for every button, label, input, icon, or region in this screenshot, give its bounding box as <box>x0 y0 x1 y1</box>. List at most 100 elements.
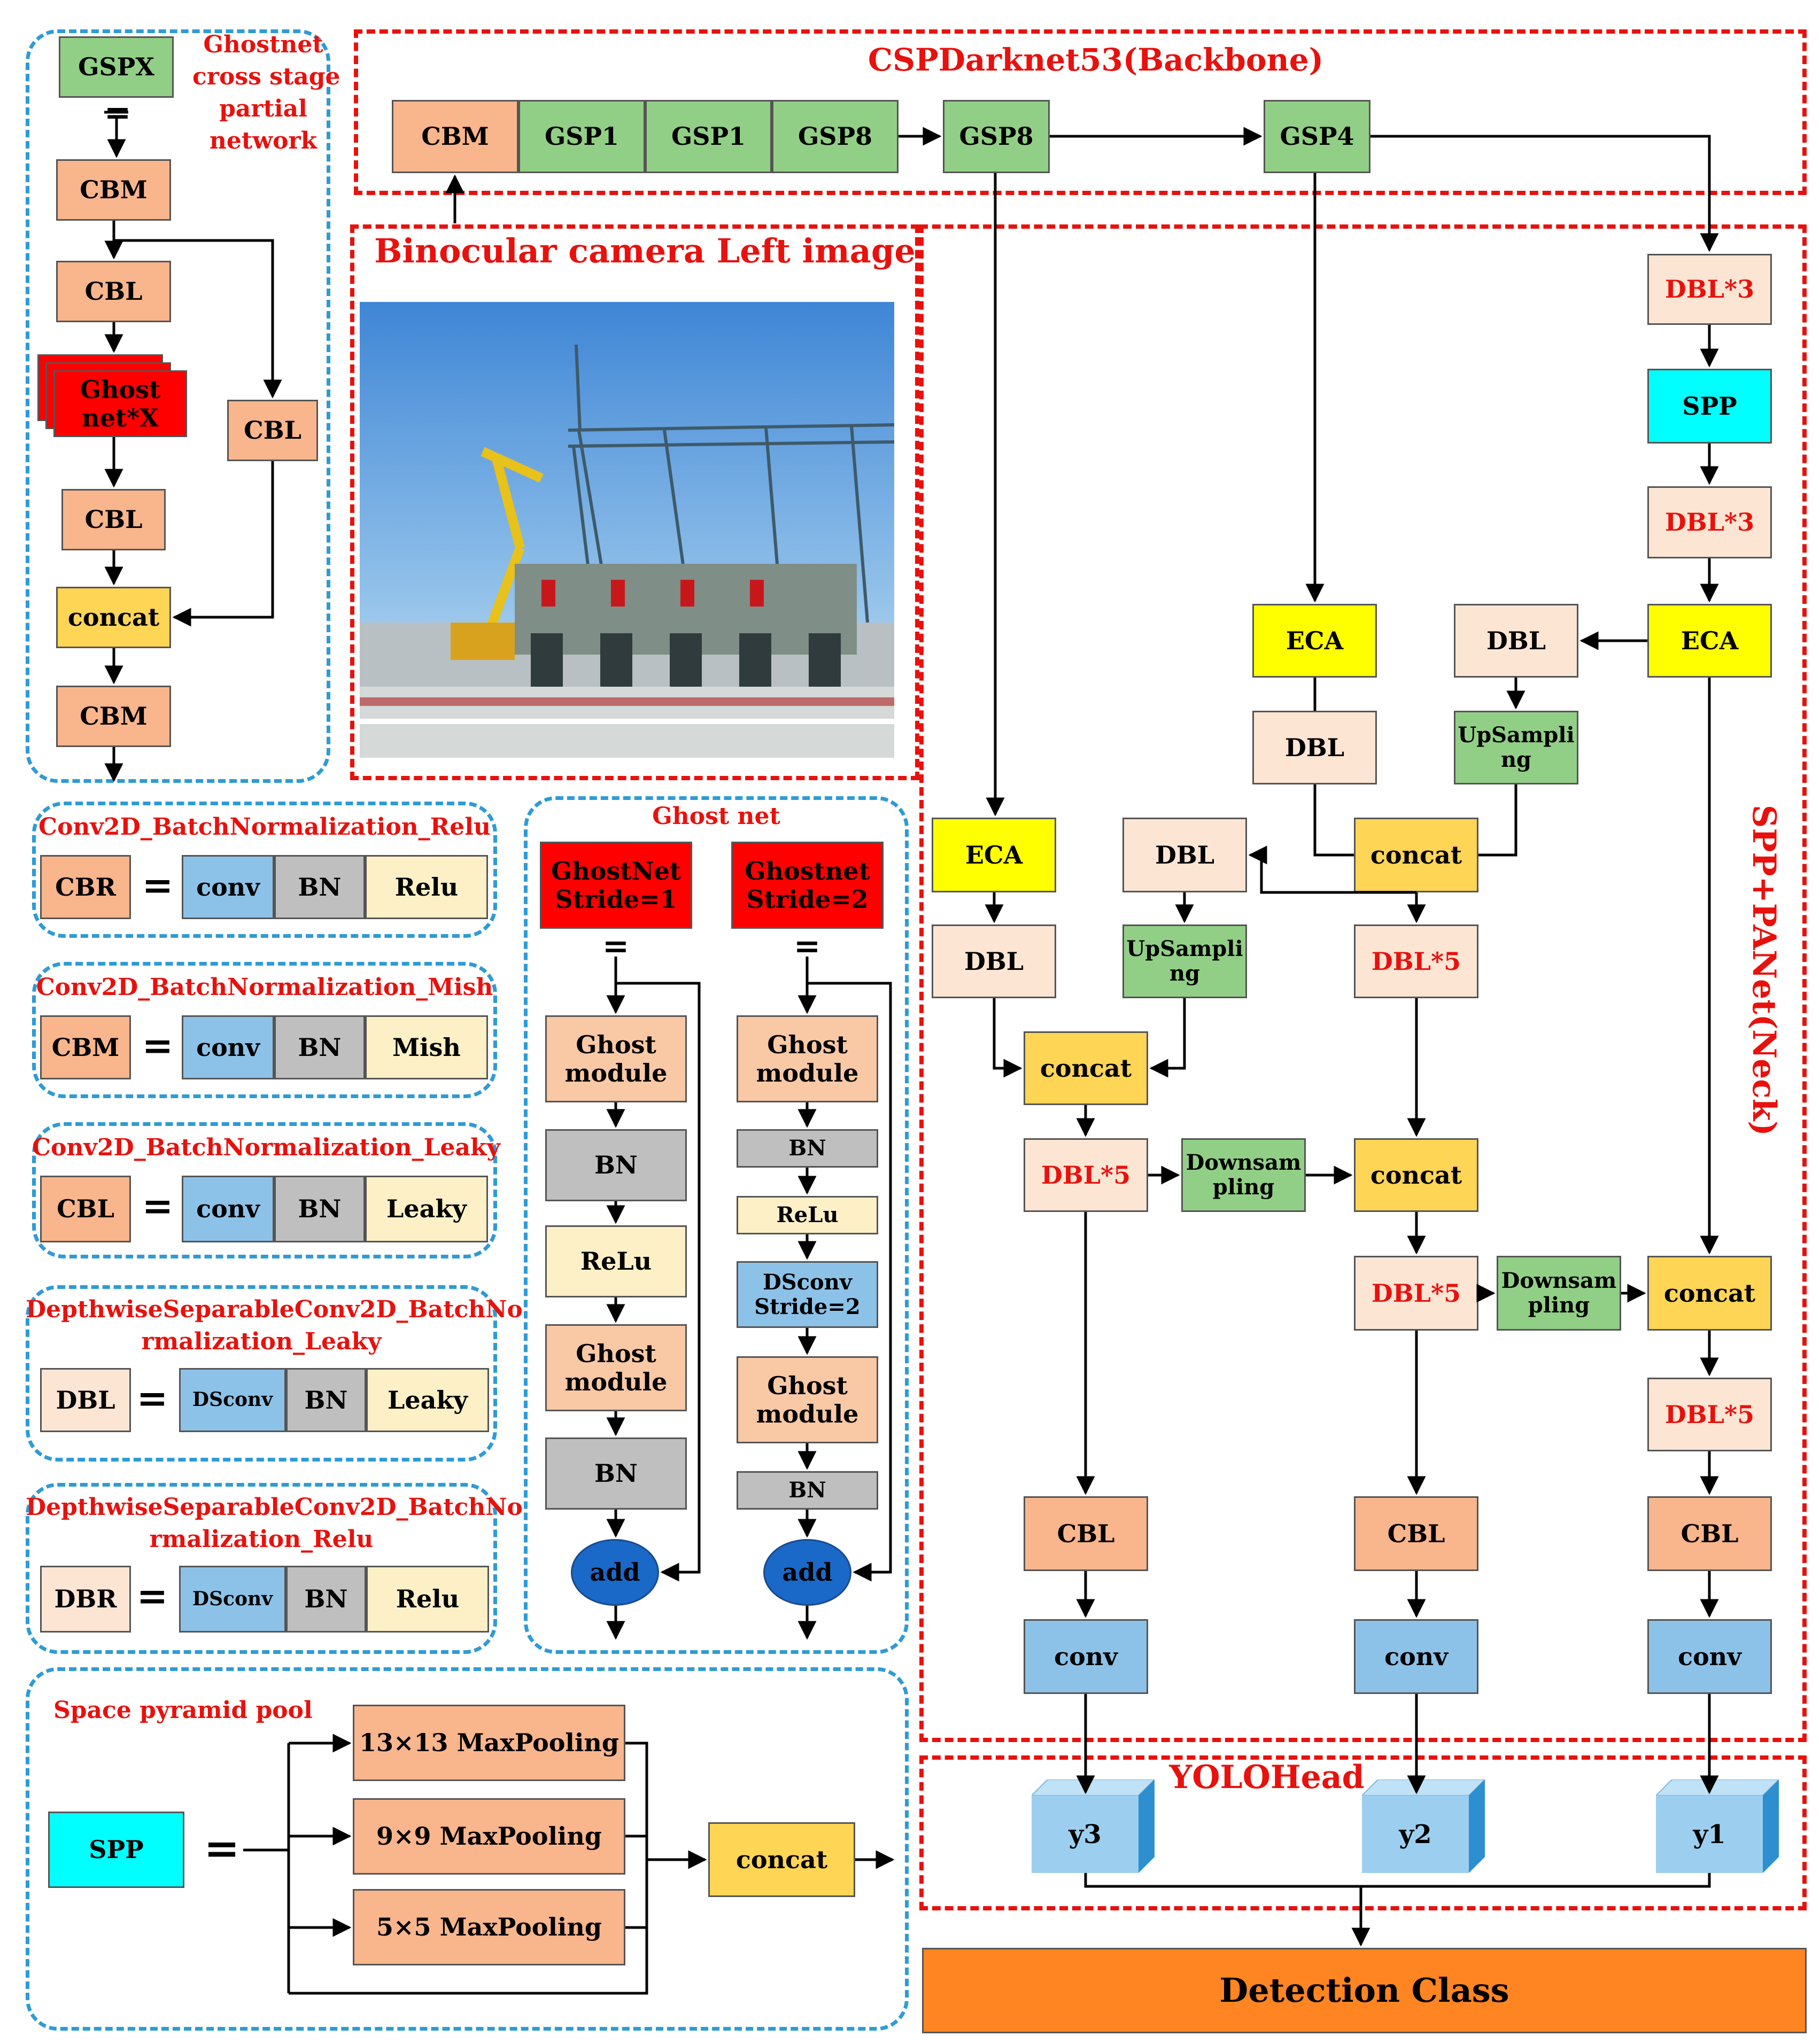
legend-cbm-conv-box: conv <box>182 1015 274 1079</box>
ghostnet-s2-dsconv-line-1: DSconv <box>763 1269 852 1295</box>
spp-section-spp-box: SPP <box>48 1812 184 1888</box>
ghostnet-frame <box>524 796 909 1654</box>
neck-eca-mid-box: ECA <box>1252 604 1377 678</box>
neck-conv-1-box: conv <box>1024 1619 1148 1694</box>
ghostnet-s2-add-node: add <box>763 1539 851 1606</box>
legend-cbr-equals: = <box>142 863 174 907</box>
gspx-concat-box: concat <box>56 587 171 648</box>
gspx-ghostnet-box: Ghost net*X <box>53 370 187 437</box>
neck-upsampling-left-line-2: ng <box>1169 961 1201 986</box>
arrow-s2-shortcut <box>807 982 892 1582</box>
arrow-dbl-left-to-concat <box>993 998 1023 1078</box>
neck-dbl5-a-box: DBL*5 <box>1354 924 1478 998</box>
legend-dbl-name-box: DBL <box>40 1368 131 1432</box>
neck-downsampling-2-box: Downsam pling <box>1497 1256 1621 1331</box>
ghostnet-s2-module-2-line-1: Ghost <box>767 1371 848 1400</box>
ghostnet-s1-module-2-line-1: Ghost <box>576 1339 656 1368</box>
backbone-title: CSPDarknet53(Backbone) <box>868 42 1324 78</box>
neck-cbl-3-box: CBL <box>1647 1496 1772 1571</box>
head-y1-label: y1 <box>1693 1820 1726 1849</box>
neck-dbl-right-box: DBL <box>1454 604 1578 678</box>
legend-dbl-dsconv-box: DSconv <box>179 1368 286 1432</box>
backbone-gsp1-a-box: GSP1 <box>518 100 645 173</box>
gspx-title-line-4: network <box>209 127 317 154</box>
neck-downsampling-1-line-1: Downsam <box>1186 1150 1302 1175</box>
ghostnet-s1-module-1-box: Ghost module <box>545 1015 687 1102</box>
arrow-cbm-to-cbl-side <box>114 239 282 399</box>
neck-frame <box>919 224 1807 1742</box>
legend-cbl-frame <box>32 1122 497 1258</box>
head-y3-label: y3 <box>1068 1820 1102 1849</box>
neck-conv-2-box: conv <box>1354 1619 1478 1694</box>
neck-eca-right-box: ECA <box>1647 604 1772 678</box>
legend-cbm-equals: = <box>142 1023 174 1068</box>
gspx-cbl-1-box: CBL <box>56 261 171 322</box>
neck-downsampling-2-line-1: Downsam <box>1501 1268 1617 1293</box>
camera-title: Binocular camera Left image <box>374 231 916 270</box>
legend-cbm-bn-box: BN <box>274 1015 365 1079</box>
ghostnet-stride1-box: GhostNet Stride=1 <box>540 842 692 929</box>
legend-dbr-act-box: Relu <box>366 1566 489 1633</box>
ghostnet-s1-module-1-line-2: module <box>564 1058 668 1087</box>
neck-upsampling-right-line-1: UpSampli <box>1458 722 1575 748</box>
gspx-cbm-bottom-box: CBM <box>56 686 171 747</box>
backbone-gsp1-b-box: GSP1 <box>645 100 772 173</box>
ghostnet-stride1-line-2: Stride=1 <box>555 884 677 914</box>
legend-cbm-act-box: Mish <box>365 1015 488 1079</box>
spp-section-concat-box: concat <box>708 1822 855 1897</box>
neck-upsampling-right-line-2: ng <box>1500 747 1532 772</box>
ghostnet-s1-add-node: add <box>571 1539 659 1606</box>
spp-section-title: Space pyramid pool <box>53 1697 313 1724</box>
legend-cbl-conv-box: conv <box>182 1176 274 1242</box>
legend-dbl-act-box: Leaky <box>366 1368 489 1432</box>
ghostnet-s2-relu-box: ReLu <box>737 1196 878 1234</box>
ghostnet-stride2-line-2: Stride=2 <box>746 884 869 914</box>
neck-eca-left-box: ECA <box>932 818 1056 892</box>
arrow-up-to-concat <box>1478 784 1517 857</box>
legend-cbr-name-box: CBR <box>40 855 131 919</box>
legend-dbr-frame <box>26 1483 497 1654</box>
spp-pool5-box: 5×5 MaxPooling <box>353 1889 625 1965</box>
legend-cbl-equals: = <box>142 1184 174 1228</box>
neck-dbl5-right-box: DBL*5 <box>1647 1378 1772 1451</box>
detection-class-box: Detection Class <box>922 1948 1807 2033</box>
ghostnet-s2-module-1-line-1: Ghost <box>767 1030 848 1059</box>
line-pool13-out <box>625 1742 648 1860</box>
ghostnet-s2-module-2-line-2: module <box>756 1399 859 1428</box>
legend-dbl-frame <box>26 1285 497 1462</box>
neck-concat-top-box: concat <box>1354 818 1478 892</box>
neck-spp-box: SPP <box>1647 369 1772 444</box>
legend-dbl-equals: = <box>136 1376 168 1420</box>
arrow-gsp4-to-dbl3 <box>1370 135 1719 252</box>
gspx-frame <box>26 29 330 783</box>
head-frame <box>919 1755 1807 1910</box>
ghostnet-title: Ghost net <box>652 803 780 830</box>
spp-section-equals: = <box>204 1823 240 1873</box>
neck-dbl3-mid-box: DBL*3 <box>1647 486 1772 558</box>
legend-cbr-title: Conv2D_BatchNormalization_Relu <box>38 813 491 841</box>
legend-cbm-title: Conv2D_BatchNormalization_Mish <box>36 974 493 1001</box>
backbone-frame <box>354 29 1807 195</box>
neck-downsampling-1-box: Downsam pling <box>1181 1138 1306 1212</box>
legend-cbl-name-box: CBL <box>40 1176 131 1242</box>
head-title: YOLOHead <box>1169 1759 1365 1796</box>
neck-conv-3-box: conv <box>1647 1619 1772 1694</box>
arrow-up-left-to-concat <box>1149 998 1186 1078</box>
legend-cbl-bn-box: BN <box>274 1176 365 1242</box>
gspx-title-line-2: cross stage <box>192 63 340 90</box>
neck-downsampling-2-line-2: pling <box>1528 1293 1590 1318</box>
ghostnet-stride1-line-1: GhostNet <box>551 856 681 885</box>
gspx-title-line-3: partial <box>219 95 307 122</box>
neck-dbl5-left-box: DBL*5 <box>1024 1138 1148 1212</box>
neck-downsampling-1-line-2: pling <box>1212 1175 1275 1200</box>
neck-dbl-left-box: DBL <box>932 924 1056 998</box>
legend-dbr-equals: = <box>136 1574 168 1618</box>
neck-concat-right-box: concat <box>1647 1256 1772 1331</box>
ghostnet-s1-module-2-box: Ghost module <box>545 1324 687 1411</box>
ghostnet-s1-bn-2-box: BN <box>545 1437 687 1510</box>
neck-cbl-1-box: CBL <box>1024 1496 1148 1571</box>
ghostnet-s1-module-1-line-1: Ghost <box>576 1030 656 1059</box>
legend-dbl-title-line-2: rmalization_Leaky <box>141 1328 382 1355</box>
